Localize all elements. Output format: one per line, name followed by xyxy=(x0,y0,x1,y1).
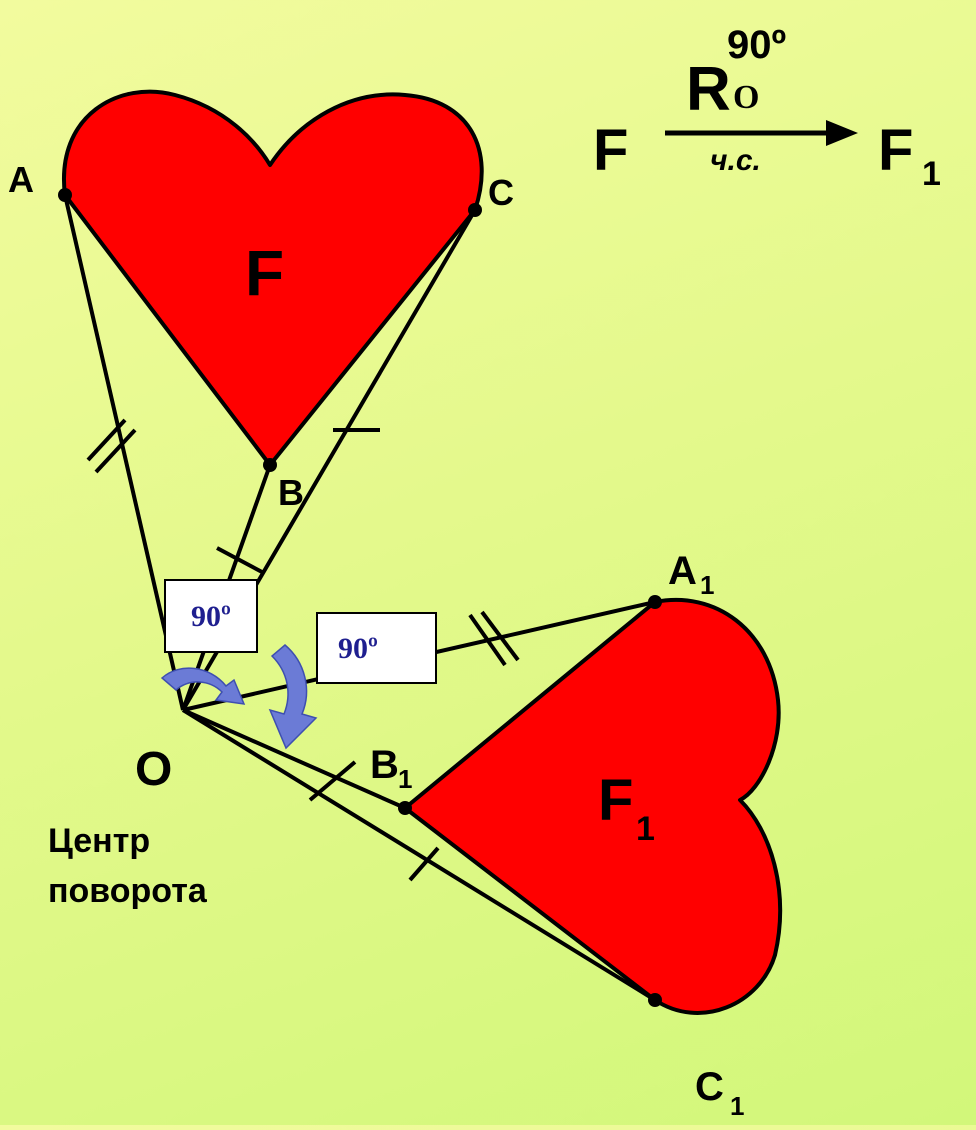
rotation-formula: F R 90º O ч.с. F 1 xyxy=(593,23,941,193)
label-a: A xyxy=(8,159,34,200)
dot-b1 xyxy=(398,801,412,815)
formula-target: F xyxy=(878,118,913,183)
label-b1-subscript: 1 xyxy=(398,764,412,794)
dot-b xyxy=(263,458,277,472)
label-a1-subscript: 1 xyxy=(700,570,714,600)
formula-operator-superscript: 90º xyxy=(727,23,786,67)
label-b: B xyxy=(278,472,304,513)
figure-label-f1-subscript: 1 xyxy=(636,810,655,848)
dot-c xyxy=(468,203,482,217)
dot-a xyxy=(58,188,72,202)
label-c1-subscript: 1 xyxy=(730,1091,744,1121)
tick-oa1-2 xyxy=(480,610,520,662)
center-caption-line2: поворота xyxy=(48,872,208,910)
label-c1: C xyxy=(695,1065,724,1109)
tick-oa-1 xyxy=(86,418,127,462)
label-o: O xyxy=(135,743,172,796)
tick-oa1-1 xyxy=(468,613,507,667)
tick-marks xyxy=(86,418,520,882)
angle-box-left-text: 90º xyxy=(191,600,231,633)
label-c: C xyxy=(488,172,514,213)
center-caption-line1: Центр xyxy=(48,822,150,860)
formula-source: F xyxy=(593,118,628,183)
dot-a1 xyxy=(648,595,662,609)
vertex-dots xyxy=(58,188,662,1007)
dot-c1 xyxy=(648,993,662,1007)
formula-arrow-head-icon xyxy=(826,120,858,146)
label-a1: A xyxy=(668,549,697,593)
formula-arrow-label: ч.с. xyxy=(710,144,761,177)
rotation-arrow-large-icon xyxy=(268,644,318,750)
tick-ob1 xyxy=(308,760,357,802)
tick-oc1 xyxy=(408,846,440,882)
label-b1: B xyxy=(370,743,399,787)
segment-oa xyxy=(63,194,185,711)
rotation-arrow-small-icon xyxy=(160,667,246,705)
formula-operator-subscript: O xyxy=(733,79,759,116)
figure-label-f: F xyxy=(245,237,284,309)
angle-box-left xyxy=(164,579,258,653)
heart-f xyxy=(61,89,484,467)
formula-target-subscript: 1 xyxy=(922,155,941,193)
segment-oc1 xyxy=(181,708,657,1002)
tick-ob xyxy=(216,546,263,574)
angle-box-right-text: 90º xyxy=(338,632,378,665)
angle-box-right xyxy=(316,612,437,684)
formula-operator: R xyxy=(686,55,731,124)
figure-label-f1: F xyxy=(598,768,633,833)
tick-oa-2 xyxy=(94,428,137,474)
segment-ob1 xyxy=(182,708,406,810)
heart-f1 xyxy=(403,597,783,1015)
